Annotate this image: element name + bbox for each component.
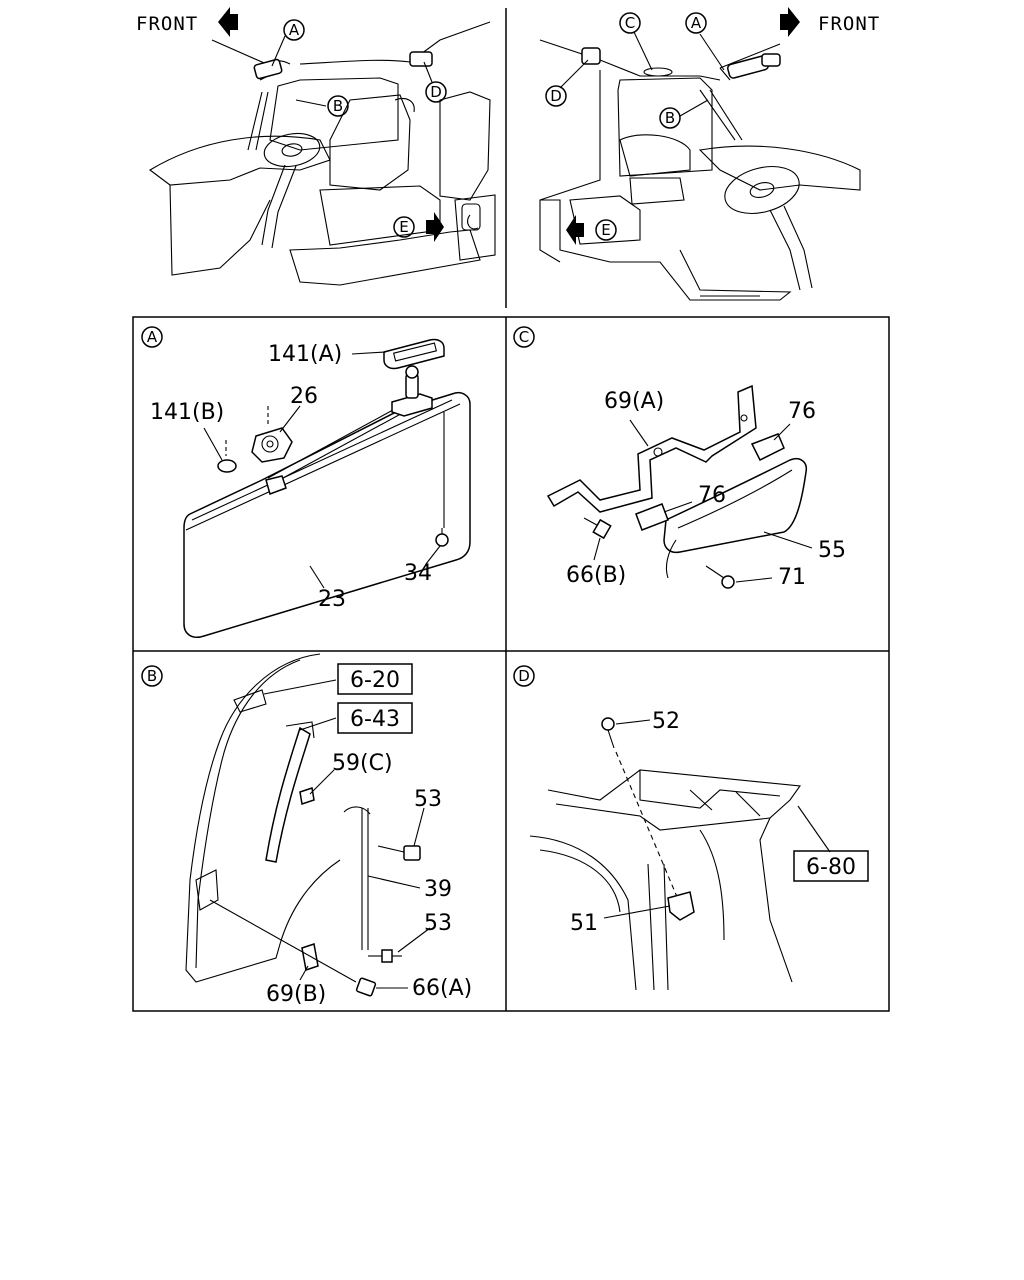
panel-b: B 6-20: [141, 653, 472, 1007]
overview-right: FRONT C A B: [539, 7, 880, 301]
callout-e-right: E: [595, 219, 617, 241]
callout-b-left: B: [327, 95, 349, 117]
svg-text:B: B: [665, 109, 675, 127]
svg-text:B: B: [333, 97, 343, 115]
svg-text:6-80: 6-80: [806, 855, 856, 880]
svg-text:D: D: [550, 87, 562, 105]
sun-visor: [183, 392, 471, 638]
panel-a: A 141(A) 26 141(B): [141, 326, 471, 638]
panel-d: D 6-80 52 51: [513, 665, 869, 991]
label-69a: 69(A): [604, 389, 664, 414]
panel-a-letter: A: [141, 326, 163, 348]
svg-text:E: E: [601, 221, 610, 239]
label-55: 55: [818, 538, 846, 563]
roof-frame: [547, 769, 801, 983]
svg-text:A: A: [289, 21, 300, 39]
label-26: 26: [290, 384, 318, 409]
svg-text:B: B: [147, 667, 157, 685]
label-51: 51: [570, 911, 598, 936]
label-76-mid: 76: [698, 483, 726, 508]
label-23: 23: [318, 587, 346, 612]
svg-text:E: E: [399, 218, 408, 236]
label-34: 34: [404, 561, 432, 586]
label-141a: 141(A): [268, 342, 342, 367]
label-76-top: 76: [788, 399, 816, 424]
label-59c: 59(C): [332, 751, 393, 776]
panel-b-letter: B: [141, 665, 163, 687]
panel-frame: [132, 316, 890, 1012]
bracket-69a: [546, 384, 757, 513]
panel-c-letter: C: [513, 326, 535, 348]
label-39: 39: [424, 877, 452, 902]
callout-e-left: E: [393, 216, 415, 238]
callout-d-left: D: [425, 81, 447, 103]
arrow-e-left-icon: [426, 212, 444, 242]
label-52: 52: [652, 709, 680, 734]
callout-a-right: A: [685, 12, 707, 34]
svg-text:A: A: [147, 328, 158, 346]
arrow-e-right-icon: [566, 215, 584, 245]
callout-c-right: C: [619, 12, 641, 34]
callout-a-left: A: [283, 19, 305, 41]
label-66b: 66(B): [566, 563, 626, 588]
panel-c: C 69(A) 76 76 66(B) 55 71: [513, 326, 846, 590]
overview-left: FRONT A B: [136, 7, 496, 286]
callout-d-right: D: [545, 85, 567, 107]
label-71: 71: [778, 565, 806, 590]
svg-text:A: A: [691, 14, 702, 32]
ref-box-6-20: 6-20: [337, 663, 413, 695]
label-53-top: 53: [414, 787, 442, 812]
label-69b: 69(B): [266, 982, 326, 1007]
front-arrow-right-icon: [780, 7, 800, 37]
svg-text:C: C: [519, 328, 529, 346]
label-53-bottom: 53: [424, 911, 452, 936]
svg-text:6-43: 6-43: [350, 707, 400, 732]
label-141b: 141(B): [150, 400, 224, 425]
ref-box-6-43: 6-43: [337, 702, 413, 734]
door-frame: [185, 653, 341, 983]
callout-b-right: B: [659, 107, 681, 129]
svg-text:D: D: [518, 667, 530, 685]
label-66a: 66(A): [412, 976, 472, 1001]
ref-box-6-80: 6-80: [793, 850, 869, 882]
svg-text:D: D: [430, 83, 442, 101]
front-label-right: FRONT: [818, 13, 880, 35]
assist-grip: [663, 458, 808, 554]
svg-text:C: C: [625, 14, 635, 32]
front-label-left: FRONT: [136, 13, 198, 35]
svg-text:6-20: 6-20: [350, 668, 400, 693]
panel-d-letter: D: [513, 665, 535, 687]
front-arrow-left-icon: [218, 7, 238, 37]
